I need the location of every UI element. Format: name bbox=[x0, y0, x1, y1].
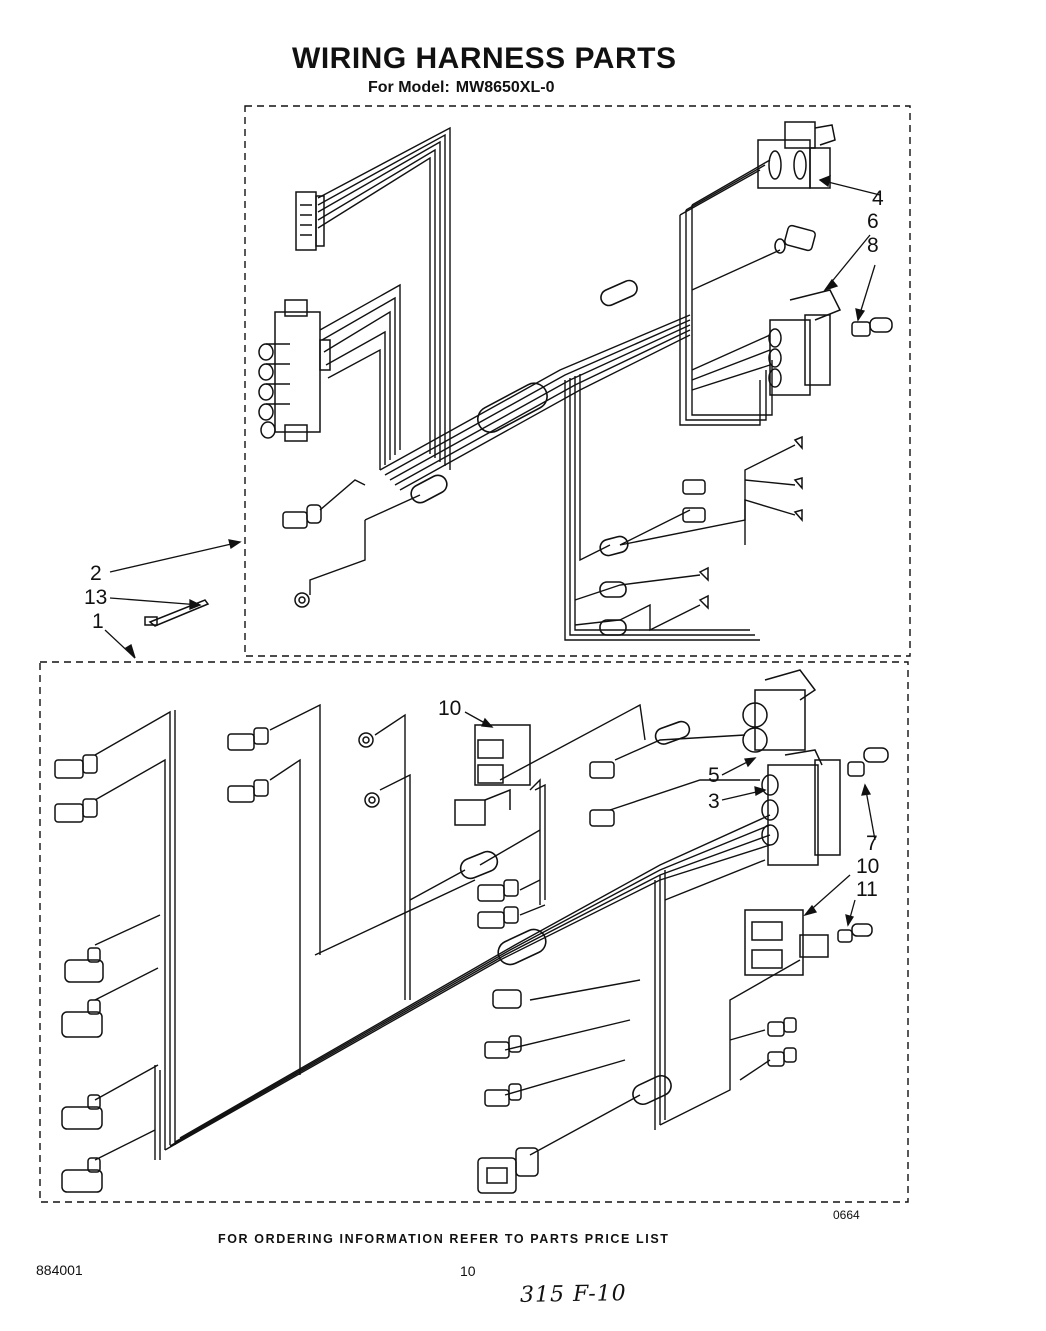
callout-leaders bbox=[104, 174, 881, 927]
lower-connector-10-11 bbox=[744, 909, 873, 976]
callout-7: 7 bbox=[866, 832, 878, 855]
lower-connector-5 bbox=[742, 669, 817, 753]
callout-11: 11 bbox=[856, 878, 878, 901]
upper-connector-6 bbox=[774, 224, 816, 254]
callout-3: 3 bbox=[708, 790, 720, 813]
lower-connector-3 bbox=[761, 749, 841, 866]
upper-small-terminals bbox=[682, 435, 803, 610]
figure-code: 0664 bbox=[833, 1208, 860, 1222]
upper-right-connector-4 bbox=[757, 121, 836, 189]
upper-terminal-8 bbox=[851, 317, 893, 337]
page-number: 10 bbox=[460, 1263, 476, 1279]
handwritten-note: 315 F-10 bbox=[519, 1281, 627, 1308]
ordering-note: FOR ORDERING INFORMATION REFER TO PARTS … bbox=[218, 1232, 670, 1246]
callout-4: 4 bbox=[872, 187, 884, 210]
callout-8: 8 bbox=[867, 234, 879, 257]
callout-2: 2 bbox=[90, 562, 102, 585]
lower-center-connectors bbox=[477, 761, 615, 1194]
upper-plug-terminal bbox=[282, 504, 322, 608]
callout-1: 1 bbox=[92, 610, 104, 633]
lower-terminal-7 bbox=[847, 747, 889, 777]
callout-6: 6 bbox=[867, 210, 879, 233]
lower-left-connectors bbox=[54, 754, 104, 1193]
callout-10-top: 10 bbox=[438, 697, 461, 720]
callout-13: 13 bbox=[84, 586, 107, 609]
lower-harness-wires bbox=[94, 703, 801, 1161]
lower-sleeves bbox=[459, 720, 691, 1106]
lower-mid-connectors bbox=[227, 727, 380, 808]
upper-harness-wires bbox=[309, 126, 796, 641]
lower-harness-box bbox=[39, 661, 909, 1203]
upper-connector-8 bbox=[768, 289, 842, 396]
upper-sleeve-tubes bbox=[410, 279, 638, 636]
upper-connector-left-multi bbox=[258, 299, 331, 442]
upper-connector-top-left bbox=[295, 191, 325, 251]
upper-harness-box bbox=[244, 105, 911, 657]
callout-10: 10 bbox=[856, 855, 879, 878]
model-line: For Model: MW8650XL-0 bbox=[368, 79, 560, 97]
callout-5: 5 bbox=[708, 764, 720, 787]
lower-right-small-terminals bbox=[767, 1017, 797, 1067]
page-title: WIRING HARNESS PARTS bbox=[292, 42, 677, 75]
model-number: MW8650XL-0 bbox=[455, 79, 555, 96]
document-number: 884001 bbox=[36, 1262, 83, 1278]
lower-connector-10-top bbox=[454, 724, 531, 826]
model-label: For Model: bbox=[368, 79, 450, 96]
cable-tie-13 bbox=[144, 599, 210, 627]
